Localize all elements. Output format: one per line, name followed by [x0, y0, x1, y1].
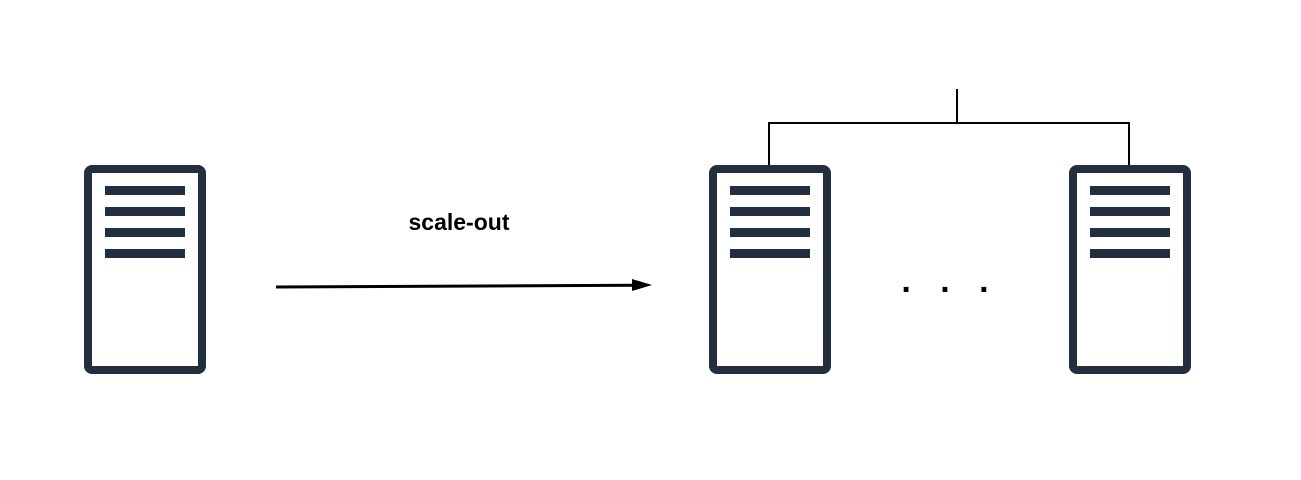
server-body	[1069, 165, 1191, 374]
arrow-head	[632, 279, 652, 291]
server-slot	[105, 228, 185, 237]
server-slot	[105, 186, 185, 195]
target-server-icon	[1069, 165, 1191, 374]
server-slot	[105, 249, 185, 258]
connector-bracket	[768, 89, 1130, 166]
server-slot	[730, 228, 810, 237]
server-slot	[1090, 186, 1170, 195]
server-slot	[1090, 228, 1170, 237]
scale-out-label: scale-out	[409, 209, 510, 235]
server-slot	[1090, 207, 1170, 216]
server-slot	[1090, 249, 1170, 258]
arrow-shaft	[275, 283, 635, 289]
ellipsis-text: . . .	[901, 262, 998, 300]
server-slot	[730, 207, 810, 216]
server-slot	[730, 186, 810, 195]
source-server-icon	[84, 165, 206, 374]
arrow-right-icon	[275, 279, 652, 291]
server-body	[709, 165, 831, 374]
server-body	[84, 165, 206, 374]
server-slot	[105, 207, 185, 216]
target-server-icon	[709, 165, 831, 374]
server-slot	[730, 249, 810, 258]
